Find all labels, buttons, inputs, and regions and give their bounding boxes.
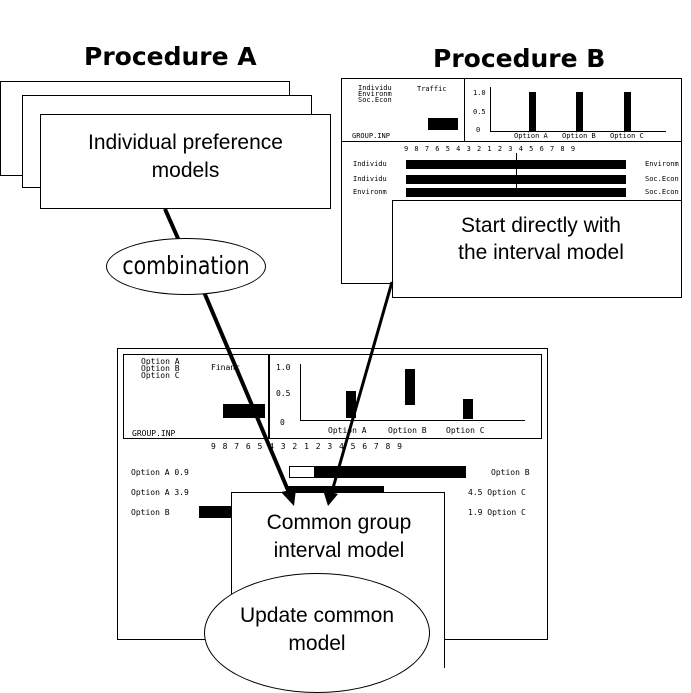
option-c-label: Option C — [610, 132, 644, 140]
group-row-2-left: Option A 3.9 — [131, 488, 189, 497]
update-model-line-1: Update common — [239, 604, 395, 627]
option-a-label: Option A — [514, 132, 548, 140]
criterion-2: Environm — [358, 90, 392, 98]
chart-y-axis — [490, 87, 491, 132]
option-b-bar — [576, 92, 583, 132]
update-common-model-ellipse[interactable]: Update common model — [204, 573, 430, 693]
group-option-a-interval — [346, 391, 356, 418]
group-option-a: Option A — [141, 357, 180, 366]
comparison-scale: 9 8 7 6 5 4 3 2 1 2 3 4 5 6 7 8 9 — [404, 145, 577, 153]
group-chart-x-axis — [300, 420, 525, 421]
group-criteria-button[interactable] — [223, 404, 265, 418]
group-y-label-mid: 0.5 — [276, 389, 291, 398]
individual-models-card[interactable]: Individual preference models — [40, 114, 331, 209]
option-b-label: Option B — [562, 132, 596, 140]
procedure-a-heading: Procedure A — [84, 42, 257, 71]
option-a-bar — [529, 92, 536, 132]
group-row-1-right: Option B — [491, 468, 530, 477]
group-criterion-title: Financ — [211, 363, 240, 372]
combination-ellipse[interactable]: combination — [106, 238, 266, 295]
criterion-3: Soc.Econ — [358, 96, 392, 104]
group-row-1-interval-open — [289, 466, 315, 478]
group-file-label: GROUP.INP — [132, 429, 176, 438]
row-3-left: Environm — [353, 188, 387, 196]
row-2-bar — [406, 175, 626, 184]
group-option-b: Option B — [141, 364, 180, 373]
row-1-left: Individu — [353, 160, 387, 168]
group-row-3-left: Option B — [131, 508, 170, 517]
group-chart-y-axis — [300, 364, 301, 421]
individual-models-line-2: models — [151, 159, 220, 182]
group-option-c-interval — [463, 399, 473, 419]
y-label-zero: 0 — [476, 126, 481, 134]
y-label-top: 1.0 — [473, 89, 486, 97]
group-axis-option-b: Option B — [388, 426, 427, 435]
group-row-1-left: Option A 0.9 — [131, 468, 189, 477]
row-1-right: Environm — [645, 160, 679, 168]
group-option-b-interval — [405, 369, 415, 405]
y-label-mid: 0.5 — [473, 108, 486, 116]
group-row-1-interval — [315, 466, 466, 478]
group-option-c: Option C — [141, 371, 180, 380]
group-row-2-right: 4.5 Option C — [468, 488, 526, 497]
individual-models-line-1: Individual preference — [88, 131, 283, 154]
criteria-button[interactable] — [428, 118, 458, 130]
row-3-bar — [406, 188, 626, 197]
criterion-1: Individu — [358, 84, 392, 92]
chart-frame — [464, 79, 682, 142]
group-y-label-zero: 0 — [280, 418, 285, 427]
group-row-3-interval — [199, 506, 239, 518]
file-label: GROUP.INP — [352, 132, 390, 140]
criteria-box: Individu Environm Soc.Econ Traffic GROUP… — [342, 79, 465, 142]
criterion-title: Traffic — [417, 85, 447, 93]
group-comparison-scale: 9 8 7 6 5 4 3 2 1 2 3 4 5 6 7 8 9 — [211, 442, 403, 451]
group-axis-option-c: Option C — [446, 426, 485, 435]
row-2-right: Soc.Econ — [645, 175, 679, 183]
group-criteria-box: Option A Option B Option C Financ GROUP.… — [123, 354, 269, 439]
group-axis-option-a: Option A — [328, 426, 367, 435]
row-3-right: Soc.Econ — [645, 188, 679, 196]
common-model-line-2: interval model — [273, 539, 405, 562]
group-row-3-right: 1.9 Option C — [468, 508, 526, 517]
procedure-b-heading: Procedure B — [433, 44, 606, 73]
update-model-line-2: model — [288, 632, 346, 655]
row-2-left: Individu — [353, 175, 387, 183]
start-interval-line-1: Start directly with — [461, 214, 621, 237]
group-y-label-top: 1.0 — [276, 363, 291, 372]
common-model-line-1: Common group — [266, 511, 412, 534]
row-1-bar — [406, 160, 626, 169]
option-c-bar — [624, 92, 631, 132]
combination-label: combination — [122, 251, 250, 280]
start-interval-card[interactable]: Start directly with the interval model — [392, 200, 682, 298]
start-interval-line-2: the interval model — [458, 241, 624, 264]
